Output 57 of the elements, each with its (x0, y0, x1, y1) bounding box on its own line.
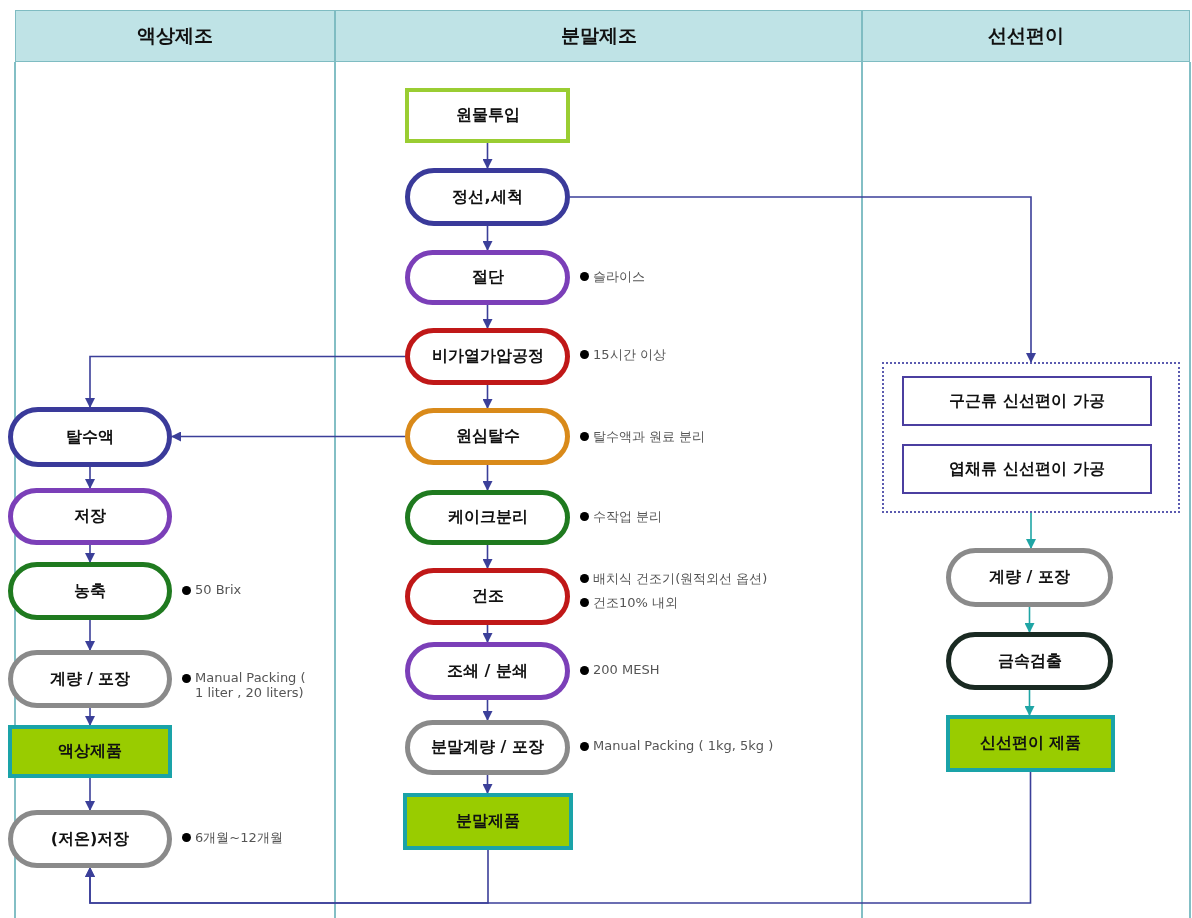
arrow (85, 771, 1032, 904)
process-pill: 계량 / 포장 (946, 548, 1113, 607)
arrow (1024, 606, 1035, 633)
arrow (482, 544, 493, 569)
lane-header: 분말제조 (335, 10, 862, 62)
arrow (85, 707, 95, 726)
arrow (482, 699, 493, 721)
arrow (171, 431, 406, 442)
annotation-text: 200 MESH (593, 662, 660, 677)
process-pill: 탈수액 (8, 407, 172, 467)
arrow (482, 384, 493, 409)
process-pill: 절단 (405, 250, 570, 305)
lane-header: 선선편이 (862, 10, 1190, 62)
product-box: 분말제품 (403, 793, 573, 850)
arrow (482, 304, 493, 329)
annotation-text: 슬라이스 (593, 268, 645, 286)
arrow (85, 466, 95, 489)
annotation-text: 15시간 이상 (593, 346, 666, 364)
annotation-text: Manual Packing ( 1 liter , 20 liters) (195, 670, 307, 700)
arrow (482, 464, 493, 491)
process-pill: 정선,세척 (405, 168, 570, 226)
process-pill: 원심탈수 (405, 408, 570, 465)
start-box: 원물투입 (405, 88, 570, 143)
product-box: 액상제품 (8, 725, 172, 778)
annotation-text: 건조10% 내외 (593, 594, 679, 612)
arrow (1024, 689, 1035, 716)
arrow (482, 142, 493, 169)
arrow (482, 774, 493, 794)
annotation-text: 탈수액과 원료 분리 (593, 428, 706, 446)
annotation-text: 6개월~12개월 (195, 829, 283, 847)
process-pill: 계량 / 포장 (8, 650, 172, 708)
annotation-text: Manual Packing ( 1kg, 5kg ) (593, 738, 774, 753)
process-pill: 케이크분리 (405, 490, 570, 545)
process-pill: 금속검출 (946, 632, 1113, 690)
dotted-group-box (882, 362, 1180, 513)
process-box: 엽채류 신선편이 가공 (902, 444, 1152, 494)
process-pill: 비가열가압공정 (405, 328, 570, 385)
process-pill: (저온)저장 (8, 810, 172, 868)
annotation-text: 수작업 분리 (593, 508, 663, 526)
arrow (482, 225, 493, 251)
process-pill: 조쇄 / 분쇄 (405, 642, 570, 700)
arrow (85, 355, 406, 408)
process-pill: 건조 (405, 568, 570, 625)
process-pill: 농축 (8, 562, 172, 620)
arrow (482, 624, 493, 643)
arrow (1026, 512, 1036, 549)
arrow (85, 619, 95, 651)
annotation-text: 50 Brix (195, 582, 242, 597)
arrow (85, 544, 95, 563)
process-box: 구근류 신선편이 가공 (902, 376, 1152, 426)
arrow (85, 777, 95, 811)
annotation-text: 배치식 건조기(원적외선 옵션) (593, 570, 768, 588)
process-pill: 분말계량 / 포장 (405, 720, 570, 775)
process-pill: 저장 (8, 488, 172, 545)
arrow (569, 196, 1036, 363)
lane-header: 액상제조 (15, 10, 335, 62)
product-box: 신선편이 제품 (946, 715, 1115, 772)
